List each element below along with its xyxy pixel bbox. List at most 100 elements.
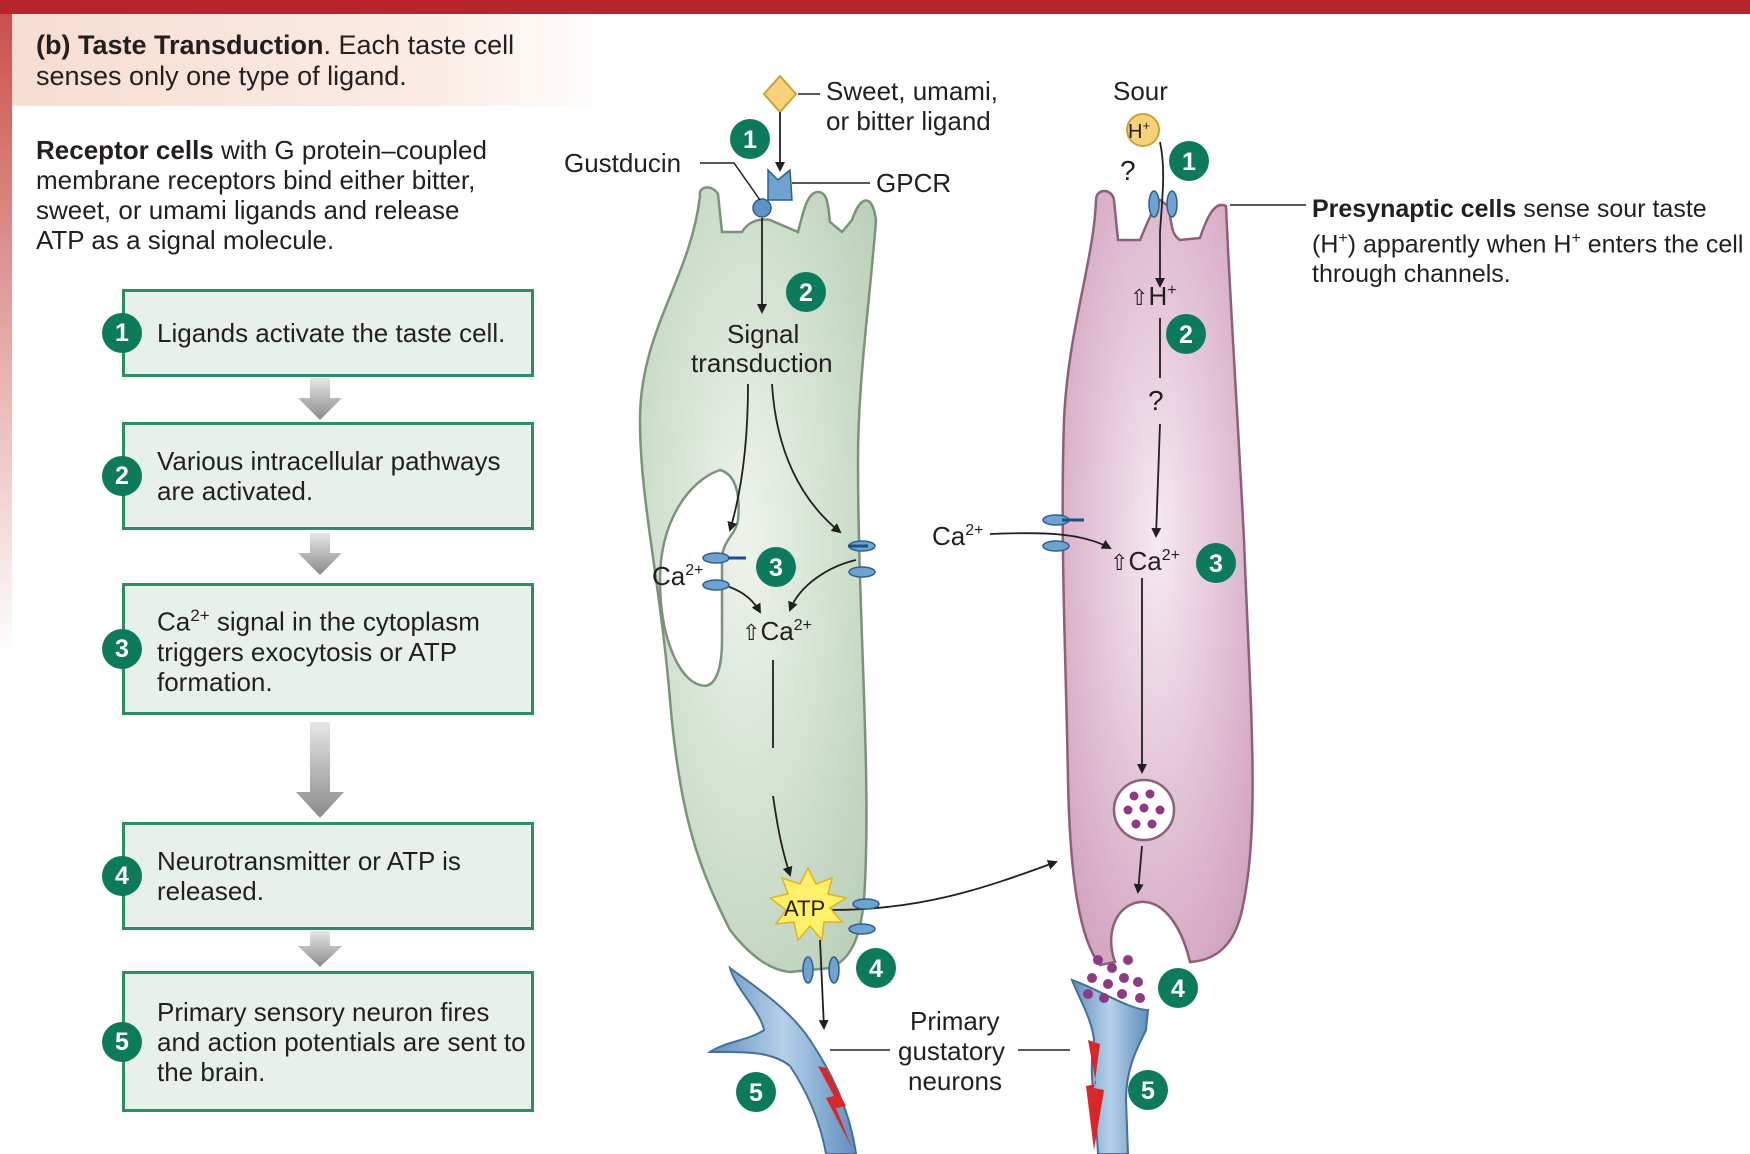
atp-label: ATP xyxy=(784,896,825,921)
step-3-text-sup: 2+ xyxy=(190,606,210,626)
membrane-channel-bottom xyxy=(848,566,876,578)
gustducin-leader xyxy=(700,162,761,201)
h-pathway-arrow-2 xyxy=(1151,423,1162,538)
receptor-cell xyxy=(638,186,878,974)
badge-presyn-3: 3 xyxy=(1209,550,1223,578)
h-intracellular-text: H xyxy=(1148,281,1167,311)
title-rest: . Each taste cell senses only one type o… xyxy=(36,30,515,91)
step-2-text: Various intracellular pathways are activ… xyxy=(157,446,501,506)
signal-label-line1: Signal xyxy=(727,319,799,349)
neurons-label-line1: Primary xyxy=(910,1006,1000,1036)
h-channel-question: ? xyxy=(1120,155,1136,186)
pathway-question: ? xyxy=(1148,385,1164,416)
presynaptic-rest-1: sense sour taste (H xyxy=(1312,195,1707,259)
ca-to-atp-arrow xyxy=(772,795,793,877)
cytoplasm-ca-sup: 2+ xyxy=(794,617,812,634)
released-neurotransmitter xyxy=(1083,955,1145,1003)
store-channel-bottom xyxy=(702,579,730,591)
h-ion xyxy=(1126,113,1160,147)
channels xyxy=(702,190,1178,984)
presynaptic-sup-2: + xyxy=(1571,230,1581,247)
ca-external-arrow xyxy=(989,532,1112,549)
h-ion-entry-arrow xyxy=(1155,141,1165,288)
h-channel-right xyxy=(1166,190,1178,218)
gpcr-receptor xyxy=(767,168,793,201)
badge-receptor-5: 5 xyxy=(749,1079,763,1107)
step-5-box: 5 Primary sensory neuron fires and actio… xyxy=(102,971,534,1112)
gustducin-protein xyxy=(752,198,772,218)
step-3-text-pre: Ca xyxy=(157,606,191,637)
external-ca-sup: 2+ xyxy=(965,522,983,539)
flow-arrow-3 xyxy=(296,722,344,818)
vesicle-to-release-arrow xyxy=(1133,845,1144,894)
step-2-badge: 2 xyxy=(102,456,142,496)
badge-presyn-5: 5 xyxy=(1141,1077,1155,1105)
neurons-label-line2: gustatory xyxy=(898,1036,1005,1066)
h-intracellular-arrow: ⇧ xyxy=(1130,285,1148,310)
receptor-cells-description: Receptor cells with G protein–coupled me… xyxy=(36,135,506,255)
atp-release-channel-left xyxy=(802,956,814,984)
ligand-label-line2: or bitter ligand xyxy=(826,106,991,136)
flow-arrow-1 xyxy=(298,378,342,420)
gpcr-label: GPCR xyxy=(876,168,951,198)
step-3-badge: 3 xyxy=(102,629,142,669)
step-3-box: 3 Ca2+ signal in the cytoplasm triggers … xyxy=(102,583,534,715)
atp-channel-top xyxy=(852,898,880,910)
h-ion-text: H xyxy=(1128,121,1142,143)
h-ion-label: H+ xyxy=(1128,118,1150,143)
store-channel-top xyxy=(702,552,730,564)
presyn-ca-channel-bottom xyxy=(1042,540,1070,552)
figure-title: (b) Taste Transduction. Each taste cell … xyxy=(36,30,556,92)
vesicle-contents xyxy=(1123,789,1165,829)
neurons-label-line3: neurons xyxy=(908,1066,1002,1096)
atp-release-channel-right xyxy=(828,956,840,984)
badge-receptor-2: 2 xyxy=(799,279,813,307)
badge-receptor-1: 1 xyxy=(743,126,757,154)
step-5-badge: 5 xyxy=(102,1021,142,1062)
action-potential-bolt-right xyxy=(1086,1040,1104,1150)
step-2-box: 2 Various intracellular pathways are act… xyxy=(102,422,534,530)
cytoplasm-ca-arrow: ⇧ xyxy=(742,620,760,645)
store-ca-sup: 2+ xyxy=(685,562,703,579)
badge-presyn-2: 2 xyxy=(1179,321,1193,349)
sour-label: Sour xyxy=(1113,76,1168,106)
receptor-neuron xyxy=(706,965,858,1154)
side-accent-bar xyxy=(0,14,12,654)
intro-rest: with G protein–coupled membrane receptor… xyxy=(36,135,487,255)
presyn-ca-sup: 2+ xyxy=(1162,547,1180,564)
action-potential-bolt-left xyxy=(818,1066,852,1148)
presyn-ca-text: Ca xyxy=(1128,546,1162,576)
step-4-badge: 4 xyxy=(102,856,142,896)
signal-to-channel-arrow xyxy=(771,383,842,534)
h-channel-left xyxy=(1148,190,1160,218)
step-5-text: Primary sensory neuron fires and action … xyxy=(157,996,526,1087)
gustducin-label: Gustducin xyxy=(564,148,681,178)
presynaptic-sup-1: + xyxy=(1338,230,1348,247)
flow-arrow-2 xyxy=(298,533,342,575)
h-intracellular-sup: + xyxy=(1167,282,1176,299)
cytoplasm-ca-label: ⇧Ca2+ xyxy=(742,616,812,646)
step-1-badge: 1 xyxy=(102,313,142,353)
presynaptic-neuron xyxy=(1070,978,1150,1154)
ligand-label-line1: Sweet, umami, xyxy=(826,76,998,106)
store-ca-text: Ca xyxy=(652,561,686,591)
step-4-text: Neurotransmitter or ATP is released. xyxy=(157,846,461,906)
presynaptic-cell xyxy=(1061,189,1254,967)
presynaptic-bold: Presynaptic cells xyxy=(1312,195,1517,223)
atp-channel-bottom xyxy=(848,923,876,935)
channel-ca-to-cytoplasm-arrow xyxy=(788,559,857,612)
step-1-box: 1 Ligands activate the taste cell. xyxy=(102,289,534,377)
badge-presyn-1: 1 xyxy=(1182,148,1196,176)
presyn-ca-arrow: ⇧ xyxy=(1110,550,1128,575)
presynaptic-rest-2: ) apparently when H xyxy=(1347,230,1572,259)
top-accent-bar xyxy=(0,0,1750,14)
signal-label-line2: transduction xyxy=(691,348,833,378)
signal-to-store-arrow xyxy=(727,383,749,532)
header-band xyxy=(12,14,612,106)
diagram-badges: 1 2 3 4 5 1 2 3 4 5 xyxy=(730,119,1236,1112)
ligand-diamond xyxy=(762,74,798,114)
external-ca-text: Ca xyxy=(932,521,966,551)
